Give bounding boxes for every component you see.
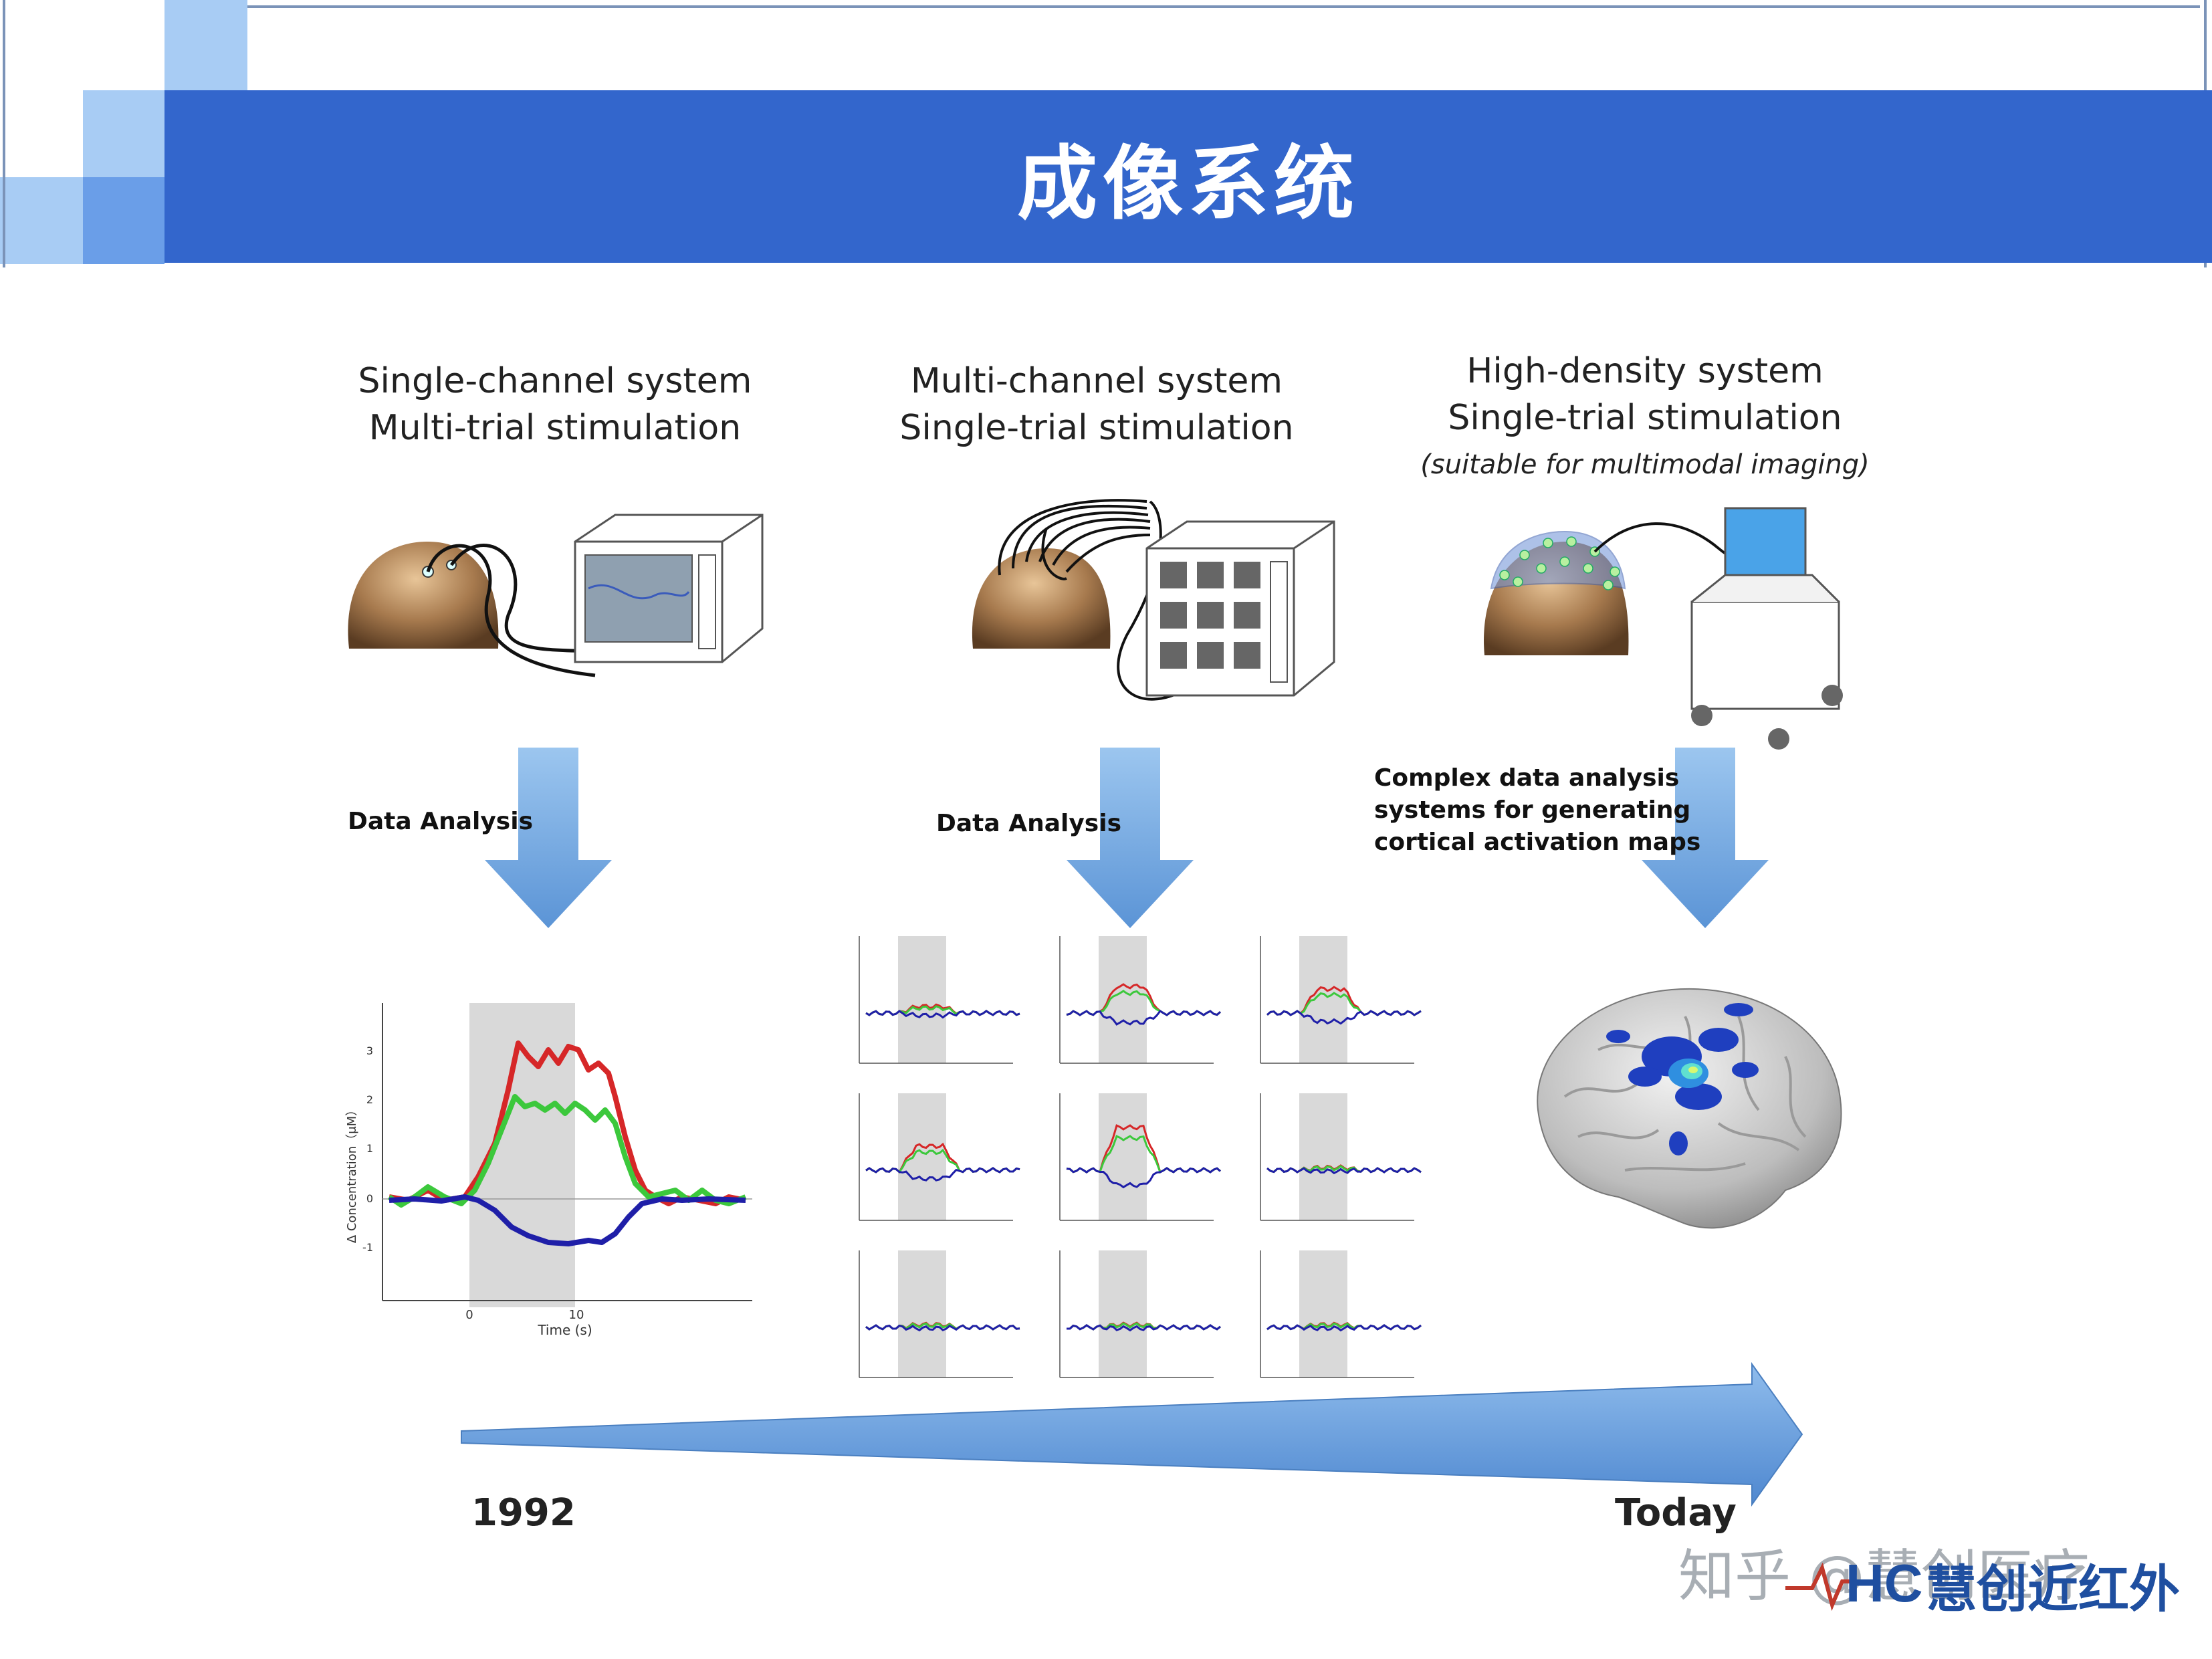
deoxy-hemoglobin-line xyxy=(389,1194,746,1246)
channel-deoxy-line xyxy=(1266,1324,1422,1332)
corner-decoration xyxy=(0,0,247,264)
stage2-analysis-label: Data Analysis xyxy=(936,810,1121,837)
channel-deoxy-line xyxy=(865,1324,1020,1332)
stage3-device-illustration xyxy=(1484,507,1843,750)
stage3-caption-line2: Single-trial stimulation xyxy=(1448,398,1842,438)
channel-deoxy-line xyxy=(865,1167,1020,1182)
stage2-device-illustration xyxy=(972,499,1335,701)
head-shape xyxy=(348,542,499,649)
ytick-0: 0 xyxy=(366,1192,373,1205)
stage1-device-illustration xyxy=(348,514,764,677)
y-axis-label: Δ Concentration（μM） xyxy=(345,1104,359,1243)
channel-stimulus-period xyxy=(898,1250,946,1377)
channel-deoxy-line xyxy=(1266,1167,1422,1175)
channel-plot xyxy=(1260,1093,1422,1221)
stage3-caption: High-density system Single-trial stimula… xyxy=(1371,348,1919,488)
stage3-analysis-line1: Complex data analysis xyxy=(1374,764,1680,792)
ytick-2: 2 xyxy=(366,1093,373,1106)
channel-deoxy-line xyxy=(1266,1010,1422,1025)
header-bar xyxy=(164,90,2212,263)
channel-stimulus-period xyxy=(1099,936,1147,1063)
channel-stimulus-period xyxy=(1099,1250,1147,1377)
channel-stimulus-period xyxy=(1299,1250,1347,1377)
channel-stimulus-period xyxy=(898,936,946,1063)
stage2-caption: Multi-channel system Single-trial stimul… xyxy=(822,358,1371,451)
ytick-1: 1 xyxy=(366,1142,373,1155)
channel-deoxy-line xyxy=(1066,1167,1221,1189)
page-title: 成像系统 xyxy=(1017,136,1359,231)
channel-stimulus-period xyxy=(898,1093,946,1220)
total-hemoglobin-line xyxy=(387,1094,747,1208)
channel-plot xyxy=(1059,1250,1221,1378)
channel-plot xyxy=(1260,1250,1422,1378)
xtick-10: 10 xyxy=(569,1308,584,1322)
x-axis-label: Time (s) xyxy=(537,1322,592,1338)
left-border-line xyxy=(3,0,5,267)
channel-plot xyxy=(859,1250,1020,1378)
stage3-analysis-line2: systems for generating xyxy=(1374,796,1691,824)
channel-plot xyxy=(1059,936,1221,1064)
single-channel-plot: 3 2 1 0 -1 0 10 Time (s) Δ Concentration… xyxy=(345,1003,752,1338)
logo-text: 慧创近红外 xyxy=(1926,1559,2180,1619)
ytick-3: 3 xyxy=(366,1044,373,1057)
multi-channel-plot-grid xyxy=(833,929,1422,1398)
cortical-activation-map xyxy=(1537,988,1842,1229)
stage1-caption-line1: Single-channel system xyxy=(358,361,752,401)
stage1-analysis-label: Data Analysis xyxy=(348,808,533,835)
channel-deoxy-line xyxy=(1067,1324,1221,1332)
top-border-line xyxy=(247,5,2200,8)
stage1-caption: Single-channel system Multi-trial stimul… xyxy=(281,358,829,451)
stage3-analysis-line3: cortical activation maps xyxy=(1374,828,1701,856)
watermark-text: 知乎 @慧创医疗 xyxy=(1678,1543,2090,1609)
stage3-caption-note: (suitable for multimodal imaging) xyxy=(1420,449,1870,480)
stage1-caption-line2: Multi-trial stimulation xyxy=(368,408,742,448)
stage3-caption-line1: High-density system xyxy=(1466,351,1823,391)
stage2-caption-line2: Single-trial stimulation xyxy=(899,408,1294,448)
channel-plot xyxy=(1059,1093,1221,1221)
stage2-down-arrow xyxy=(1067,748,1194,928)
watermark-logo: HC 慧创近红外 xyxy=(1779,1541,2207,1619)
stage3-down-arrow xyxy=(1642,748,1769,928)
timeline-arrow xyxy=(461,1361,1803,1507)
svg-text:HC: HC xyxy=(1846,1553,1923,1613)
channel-deoxy-line xyxy=(1066,1010,1221,1026)
timeline-start-label: 1992 xyxy=(471,1491,576,1535)
xtick-0: 0 xyxy=(465,1308,473,1322)
channel-plot xyxy=(1260,936,1422,1064)
channel-stimulus-period xyxy=(1299,1093,1347,1220)
timeline-end-label: Today xyxy=(1615,1491,1737,1535)
stage3-analysis-label: Complex data analysis systems for genera… xyxy=(1374,762,1700,859)
stage2-caption-line1: Multi-channel system xyxy=(910,361,1283,401)
channel-deoxy-line xyxy=(865,1010,1020,1019)
channel-plot xyxy=(859,936,1020,1064)
ytick-neg1: -1 xyxy=(362,1241,373,1254)
stage1-down-arrow xyxy=(485,748,612,928)
channel-stimulus-period xyxy=(1299,936,1347,1063)
logo-mark: HC xyxy=(1785,1553,1923,1613)
channel-plot xyxy=(859,1093,1020,1221)
